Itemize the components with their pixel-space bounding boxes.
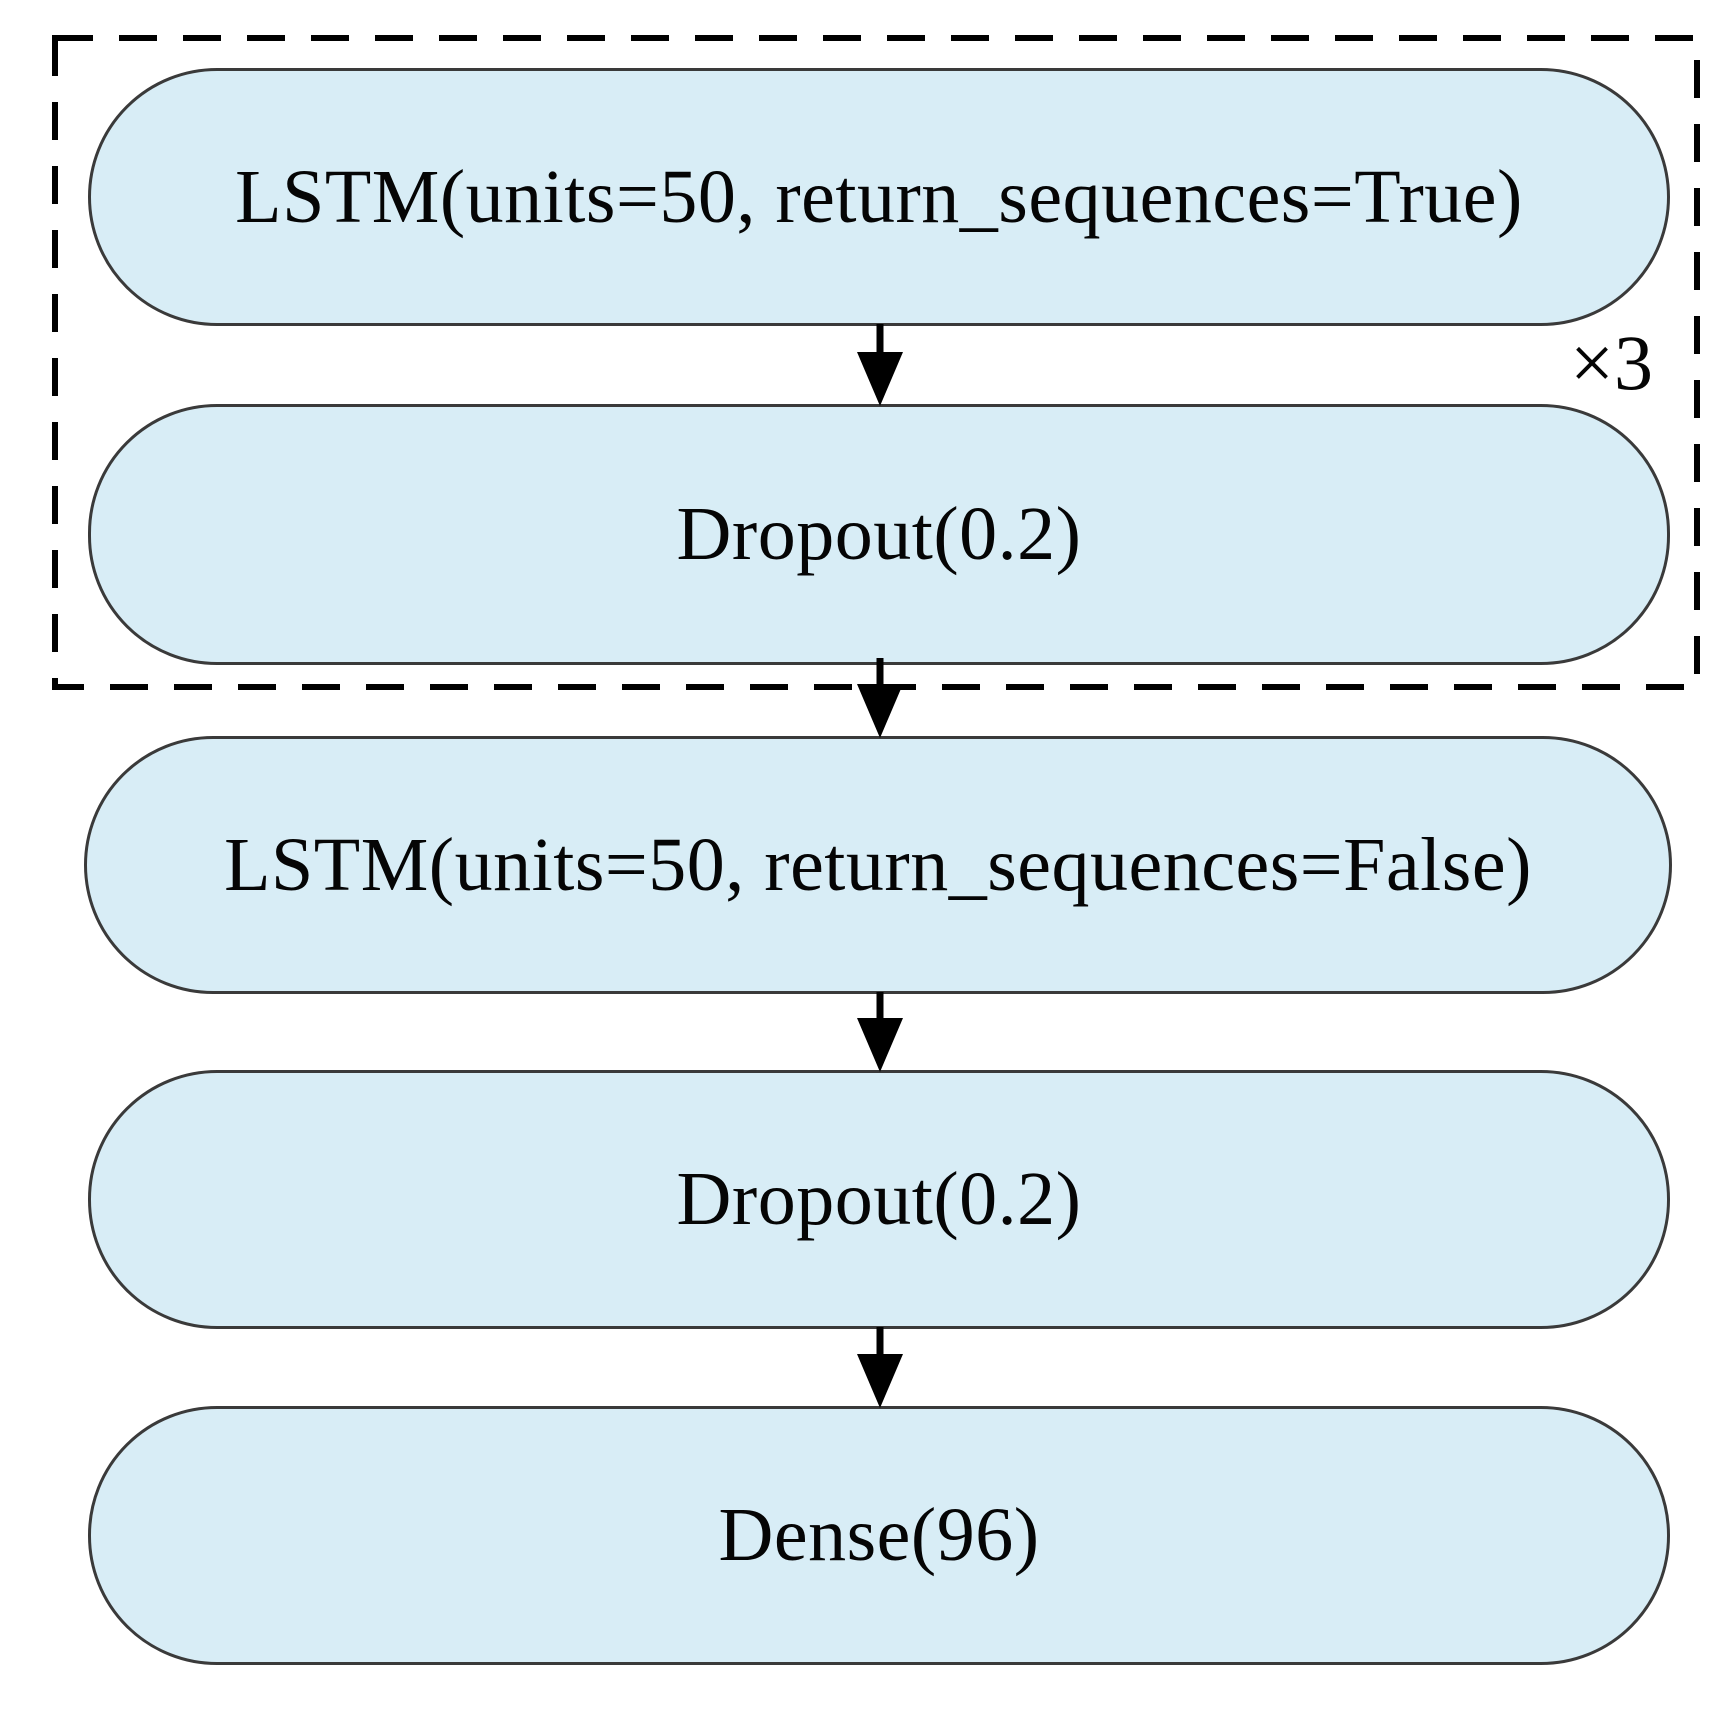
node-label: Dropout(0.2) [676,492,1082,576]
node-dense: Dense(96) [88,1406,1670,1665]
node-label: LSTM(units=50, return_sequences=True) [235,154,1523,239]
node-dropout-1: Dropout(0.2) [88,404,1670,665]
arrow-head-icon [857,684,903,738]
flow-arrow-2 [857,658,903,738]
repeat-group-border [52,35,1700,690]
node-label: Dropout(0.2) [676,1157,1082,1241]
flow-arrow-4 [857,1327,903,1408]
node-dropout-2: Dropout(0.2) [88,1070,1670,1329]
node-label: LSTM(units=50, return_sequences=False) [224,822,1532,907]
repeat-count-label: ×3 [1570,319,1653,406]
arrow-shaft [876,992,884,1032]
node-lstm-return-false: LSTM(units=50, return_sequences=False) [84,736,1672,994]
arrow-head-icon [857,352,903,406]
arrow-shaft [876,324,884,366]
arrow-head-icon [857,1354,903,1408]
node-lstm-return-true: LSTM(units=50, return_sequences=True) [88,68,1670,326]
node-label: Dense(96) [718,1493,1040,1577]
flow-arrow-3 [857,992,903,1072]
flow-arrow-1 [857,324,903,406]
arrow-shaft [876,1327,884,1368]
arrow-shaft [876,658,884,698]
arrow-head-icon [857,1018,903,1072]
